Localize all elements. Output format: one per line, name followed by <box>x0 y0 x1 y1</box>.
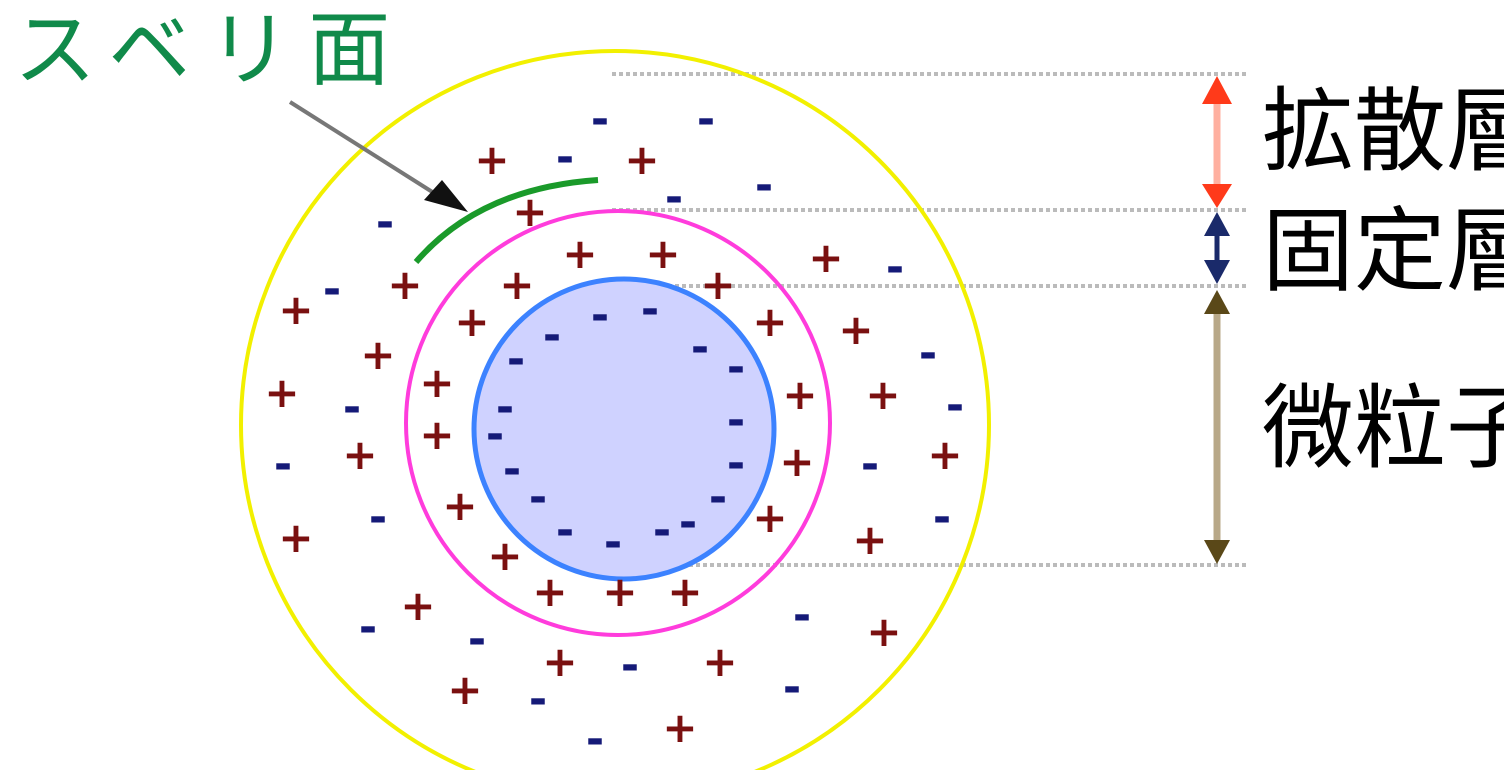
plus-charge: + <box>442 481 477 530</box>
plus-charge: + <box>866 607 901 656</box>
minus-charge: - <box>556 505 574 556</box>
plus-charge: + <box>667 567 702 616</box>
minus-charge: - <box>496 382 514 433</box>
fixed-arrow-head-up <box>1204 212 1230 236</box>
minus-charge: - <box>586 714 604 765</box>
plus-charge: + <box>447 665 482 714</box>
minus-charge: - <box>727 438 745 489</box>
minus-charge: - <box>886 242 904 293</box>
minus-charge: - <box>861 439 879 490</box>
minus-charge: - <box>274 439 292 490</box>
slip-plane-arc <box>413 177 599 264</box>
particle-label: 微粒子 <box>1262 375 1504 482</box>
plus-charge: + <box>360 330 395 379</box>
diffuse-arrow-head-down <box>1202 184 1232 208</box>
minus-charge: - <box>543 310 561 361</box>
plus-charge: + <box>700 260 735 309</box>
minus-charge: - <box>591 94 609 145</box>
plus-charge: + <box>278 513 313 562</box>
slip-circle <box>404 209 832 637</box>
minus-charge: - <box>755 160 773 211</box>
plus-charge: + <box>542 637 577 686</box>
plus-charge: + <box>419 410 454 459</box>
pointer-arrowhead <box>424 180 468 212</box>
slip-plane-label: スベリ面 <box>14 3 409 98</box>
plus-charge: + <box>852 515 887 564</box>
minus-charge: - <box>621 640 639 691</box>
plus-charge: + <box>779 437 814 486</box>
plus-charge: + <box>562 229 597 278</box>
minus-charge: - <box>591 290 609 341</box>
minus-charge: - <box>604 517 622 568</box>
plus-charge: + <box>400 581 435 630</box>
plus-charge: + <box>419 358 454 407</box>
plus-charge: + <box>487 531 522 580</box>
charges: ++++++++++++++++++++++++++++++++++++----… <box>264 94 964 765</box>
minus-charge: - <box>691 322 709 373</box>
minus-charge: - <box>323 264 341 315</box>
minus-charge: - <box>376 197 394 248</box>
plus-charge: + <box>387 260 422 309</box>
minus-charge: - <box>793 590 811 641</box>
minus-charge: - <box>343 382 361 433</box>
minus-charge: - <box>946 380 964 431</box>
minus-charge: - <box>653 505 671 556</box>
plus-charge: + <box>865 370 900 419</box>
minus-charge: - <box>727 395 745 446</box>
particle-arrow-head-up <box>1204 290 1230 314</box>
minus-charge: - <box>556 132 574 183</box>
particle-arrow-head-down <box>1204 540 1230 564</box>
fixed-layer-label: 固定層 <box>1262 198 1504 305</box>
plus-charge: + <box>752 493 787 542</box>
particle-circle <box>471 276 777 582</box>
minus-charge: - <box>641 284 659 335</box>
plus-charge: + <box>342 430 377 479</box>
minus-charge: - <box>529 472 547 523</box>
minus-charge: - <box>727 342 745 393</box>
plus-charge: + <box>702 637 737 686</box>
minus-charge: - <box>486 409 504 460</box>
plus-charge: + <box>602 567 637 616</box>
minus-charge: - <box>665 172 683 223</box>
minus-charge: - <box>369 492 387 543</box>
plus-charge: + <box>278 285 313 334</box>
plus-charge: + <box>808 233 843 282</box>
fixed-arrow-head-down <box>1204 260 1230 284</box>
minus-charge: - <box>468 614 486 665</box>
plus-charge: + <box>645 229 680 278</box>
plus-charge: + <box>662 703 697 752</box>
plus-charge: + <box>499 260 534 309</box>
minus-charge: - <box>679 497 697 548</box>
slip-plane-pointer-line <box>288 100 447 202</box>
minus-charge: - <box>697 94 715 145</box>
plus-charge: + <box>927 430 962 479</box>
plus-charge: + <box>264 368 299 417</box>
annotations <box>288 76 1232 564</box>
minus-charge: - <box>507 334 525 385</box>
plus-charge: + <box>752 297 787 346</box>
minus-charge: - <box>709 472 727 523</box>
plus-charge: + <box>782 370 817 419</box>
diffuse-layer-label: 拡散層 <box>1262 78 1504 185</box>
minus-charge: - <box>503 444 521 495</box>
guide-lines <box>612 72 1248 567</box>
minus-charge: - <box>919 328 937 379</box>
plus-charge: + <box>624 135 659 184</box>
layer-rings <box>239 49 991 774</box>
plus-charge: + <box>838 305 873 354</box>
plus-charge: + <box>474 135 509 184</box>
minus-charge: - <box>933 492 951 543</box>
plus-charge: + <box>532 567 567 616</box>
plus-charge: + <box>454 297 489 346</box>
minus-charge: - <box>529 674 547 725</box>
diffuse-arrow-head-up <box>1202 76 1232 104</box>
minus-charge: - <box>783 662 801 713</box>
outer-circle <box>239 49 991 774</box>
minus-charge: - <box>359 602 377 653</box>
